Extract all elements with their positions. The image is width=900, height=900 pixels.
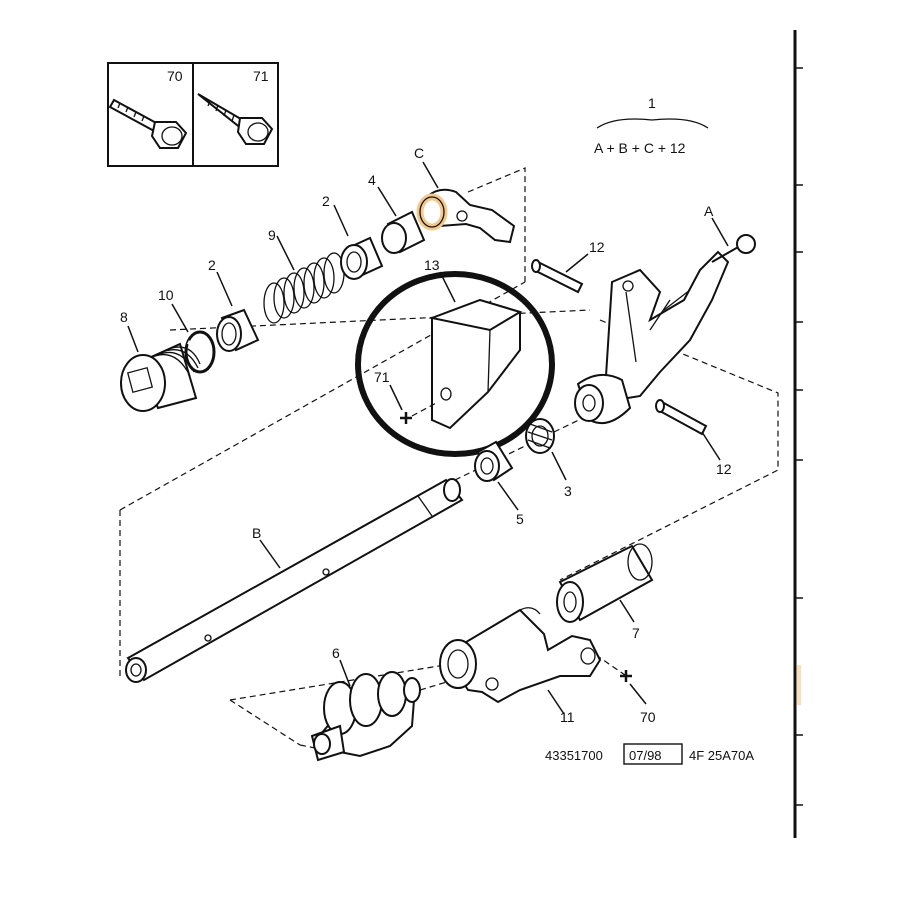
reference-model: 4F 25A70A (689, 748, 754, 763)
fastener-reference-box: 70 71 (107, 62, 279, 167)
callout-70-bottom: 70 (640, 709, 656, 725)
callout-10: 10 (158, 287, 174, 303)
part-13-block (428, 298, 523, 430)
callout-13: 13 (424, 257, 440, 273)
callout-9: 9 (268, 227, 276, 243)
callout-C: C (414, 145, 424, 161)
callout-6: 6 (332, 645, 340, 661)
kit-formula: 1 A + B + C + 12 (594, 95, 709, 156)
part-12-top-pin (531, 259, 584, 294)
part-8-threaded-plug (120, 342, 201, 412)
part-11-rocker (439, 607, 602, 704)
callout-5: 5 (516, 511, 524, 527)
screw-71-marker (400, 401, 439, 424)
screw-71-icon (197, 93, 274, 145)
callout-2-left: 2 (208, 257, 216, 273)
callout-8: 8 (120, 309, 128, 325)
callout-4: 4 (368, 172, 376, 188)
callout-12-top: 12 (589, 239, 605, 255)
page-right-border (793, 30, 803, 838)
callout-7: 7 (632, 625, 640, 641)
part-2-top-bush (340, 236, 384, 280)
highlight-circle (355, 271, 555, 457)
part-B-shaft (125, 478, 464, 683)
reference-date: 07/98 (629, 748, 662, 763)
kit-formula-text: A + B + C + 12 (594, 140, 686, 156)
part-10-circlip (184, 330, 216, 374)
part-3-spring-washer (525, 418, 555, 454)
bolt-70-icon (108, 98, 188, 149)
callout-12-right: 12 (716, 461, 732, 477)
part-C-fork (416, 188, 516, 244)
reference-footer: 43351700 07/98 4F 25A70A (545, 743, 754, 765)
part-7-bush (556, 543, 654, 623)
callout-11: 11 (560, 709, 575, 725)
callout-71: 71 (374, 369, 390, 385)
callout-2-top: 2 (322, 193, 330, 209)
reference-code: 43351700 (545, 748, 603, 763)
bolt-70-marker (620, 670, 632, 682)
part-12-right-pin (655, 399, 708, 436)
part-5-bush (474, 440, 514, 482)
callout-1: 1 (648, 95, 656, 111)
callout-3: 3 (564, 483, 572, 499)
part-9-spring (263, 252, 345, 324)
part-A-selector-lever (574, 234, 756, 424)
callout-B: B (252, 525, 261, 541)
callout-A: A (704, 203, 714, 219)
part-6-worm-gear (310, 671, 421, 762)
callout-71-box: 71 (253, 68, 269, 84)
part-4-bush (381, 210, 426, 254)
callout-70-box: 70 (167, 68, 183, 84)
part-2-left-bush (216, 308, 260, 352)
